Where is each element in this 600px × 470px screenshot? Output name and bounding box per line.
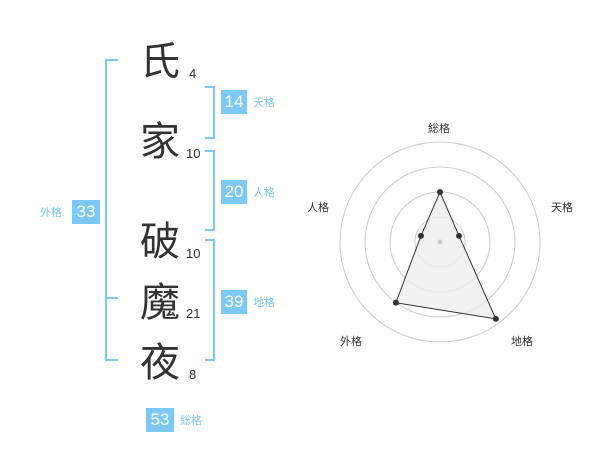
radar-point xyxy=(417,232,424,239)
radar-ring xyxy=(364,166,516,318)
radar-point xyxy=(392,299,399,306)
jinkaku-value: 20 xyxy=(221,180,247,204)
gaikaku-bracket xyxy=(105,59,118,361)
radar-polygon xyxy=(395,190,497,320)
char-4: 魔 xyxy=(140,280,180,326)
radar-axis-label: 地格 xyxy=(511,335,533,348)
char-4-strokes: 21 xyxy=(186,306,201,321)
radar-point xyxy=(456,232,463,239)
jinkaku-label: 人格 xyxy=(253,186,275,199)
gaikaku-label: 外格 xyxy=(40,206,62,219)
tenkaku-label: 天格 xyxy=(253,96,275,109)
soukaku-value: 53 xyxy=(146,408,174,432)
char-3-strokes: 10 xyxy=(186,246,201,261)
radar-center xyxy=(437,239,443,245)
tenkaku-value: 14 xyxy=(221,90,247,114)
char-5: 夜 xyxy=(140,340,180,386)
chikaku-value: 39 xyxy=(221,290,247,314)
radar-ring xyxy=(339,141,541,343)
tenkaku-bracket xyxy=(205,86,215,139)
gaikaku-value: 33 xyxy=(72,200,100,224)
radar-axis-label: 外格 xyxy=(340,335,362,348)
char-1: 氏 xyxy=(140,39,180,85)
jinkaku-bracket xyxy=(205,150,215,231)
soukaku-label: 総格 xyxy=(180,414,202,427)
radar-axis-label: 人格 xyxy=(307,201,329,214)
radar-point xyxy=(492,315,499,322)
char-2-strokes: 10 xyxy=(186,146,201,161)
char-2: 家 xyxy=(140,119,180,165)
radar-axis-label: 総格 xyxy=(428,122,450,135)
chikaku-bracket xyxy=(205,239,215,361)
radar-axis-label: 天格 xyxy=(551,201,573,214)
radar-point xyxy=(437,189,443,195)
char-1-strokes: 4 xyxy=(189,66,197,81)
char-5-strokes: 8 xyxy=(189,367,197,382)
char-3: 破 xyxy=(140,219,180,265)
chikaku-label: 地格 xyxy=(253,296,275,309)
